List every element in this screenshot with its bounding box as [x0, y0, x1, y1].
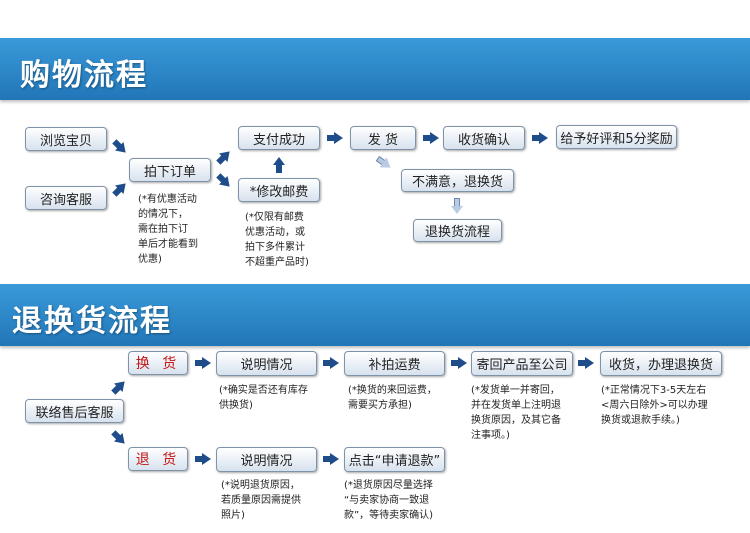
- pay-box: 支付成功: [238, 126, 320, 150]
- arrow-icon: [214, 171, 234, 191]
- explain-box: 说明情况: [216, 351, 317, 376]
- arrow-icon: [327, 132, 343, 144]
- order-box: 拍下订单: [129, 158, 211, 182]
- send-back-box: 寄回产品至公司: [471, 351, 573, 376]
- returns-banner: 退换货流程: [0, 284, 750, 346]
- browse-box: 浏览宝贝: [25, 127, 107, 151]
- review-box: 给予好评和5分奖励: [556, 125, 677, 149]
- shopping-banner: 购物流程: [0, 38, 750, 100]
- unsatisfied-box: 不满意，退换货: [401, 169, 514, 192]
- down-arrow-icon: [451, 198, 463, 214]
- consult-box: 咨询客服: [25, 186, 107, 210]
- diagonal-arrow-icon: [374, 153, 394, 172]
- returns-title: 退换货流程: [12, 304, 172, 339]
- arrow-icon: [110, 137, 130, 157]
- contact-box: 联络售后客服: [25, 399, 124, 423]
- refund-note: (*退货原因尽量选择 “与卖家协商一致退 款”，等待卖家确认): [344, 480, 434, 521]
- arrow-icon: [109, 428, 129, 448]
- order-note: (*有优惠活动 的情况下， 需在拍下订 单后才能看到 优惠): [138, 194, 198, 265]
- arrow-icon: [532, 132, 548, 144]
- arrow-icon: [195, 453, 211, 465]
- arrow-icon: [451, 357, 467, 369]
- receive-exchange-box: 收货，办理退换货: [600, 351, 722, 376]
- arrow-icon: [109, 377, 129, 397]
- shopping-title: 购物流程: [20, 58, 148, 93]
- click-refund-box: 点击“申请退款”: [344, 447, 445, 472]
- arrow-icon: [195, 357, 211, 369]
- arrow-icon: [323, 453, 339, 465]
- arrow-icon: [423, 132, 439, 144]
- explain-note: (*确实是否还有库存 供换货): [219, 385, 308, 411]
- receive-note: (*正常情况下3-5天左右 <周六日除外>可以办理 换货或退款手续。): [601, 385, 708, 426]
- return-box: 退 货: [128, 447, 188, 471]
- explain-return-note: (*说明退货原因， 若质量原因需提供 照片): [221, 480, 301, 521]
- arrow-icon: [323, 357, 339, 369]
- send-note: (*发货单一并寄回， 并在发货单上注明退 换货原因，及其它备 注事项。): [471, 385, 561, 441]
- confirm-box: 收货确认: [443, 126, 525, 150]
- postage-note: (*仅限有邮费 优惠活动，或 拍下多件累计 不超重产品时): [245, 212, 309, 268]
- exchange-box: 换 货: [128, 351, 188, 375]
- arrow-icon: [110, 179, 130, 199]
- return-flow-box: 退换货流程: [413, 219, 502, 242]
- arrow-icon: [214, 147, 234, 167]
- reship-note: (*换货的来回运费， 需要买方承担): [348, 385, 437, 411]
- reship-fee-box: 补拍运费: [344, 351, 445, 376]
- arrow-icon: [578, 357, 594, 369]
- up-arrow-icon: [273, 157, 285, 173]
- explain-return-box: 说明情况: [216, 447, 317, 472]
- modify-postage-box: *修改邮费: [238, 178, 320, 202]
- ship-box: 发 货: [350, 126, 416, 150]
